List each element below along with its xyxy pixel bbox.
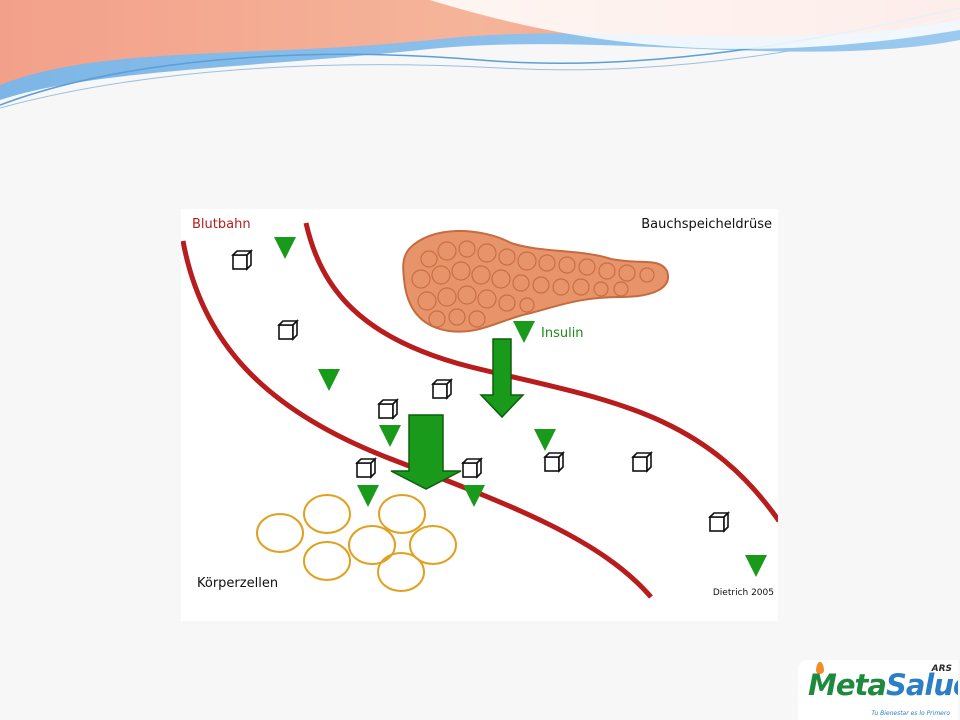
glucose-cube bbox=[709, 512, 729, 532]
insulin-triangle bbox=[318, 369, 340, 391]
glucose-uptake-arrow bbox=[390, 414, 462, 490]
insulin-triangle bbox=[534, 429, 556, 451]
insulin-triangle bbox=[274, 237, 296, 259]
body-cell bbox=[409, 525, 457, 565]
insulin-diagram: Blutbahn Bauchspeicheldrüse Insulin Körp… bbox=[181, 209, 778, 621]
insulin-release-arrow bbox=[479, 338, 525, 419]
metasalud-logo: MetaSalud ARS Tu Bienestar es lo Primero bbox=[798, 660, 958, 720]
body-cell bbox=[303, 541, 351, 581]
body-cells bbox=[256, 494, 457, 592]
logo-wordmark: MetaSalud bbox=[808, 668, 958, 702]
blood-vessel-wall-left bbox=[181, 240, 653, 599]
glucose-cube bbox=[432, 379, 452, 399]
body-cell bbox=[348, 525, 396, 565]
glucose-cube bbox=[632, 452, 652, 472]
glucose-cube bbox=[278, 320, 298, 340]
pancreas-illustration bbox=[402, 229, 669, 333]
blood-stream-label: Blutbahn bbox=[192, 217, 251, 232]
logo-brand-part1: Meta bbox=[808, 668, 887, 702]
flame-icon bbox=[816, 662, 824, 674]
insulin-triangle bbox=[357, 485, 379, 507]
pancreas-label: Bauchspeicheldrüse bbox=[641, 217, 772, 232]
glucose-cube bbox=[378, 399, 398, 419]
insulin-triangle bbox=[513, 321, 535, 343]
header-wave bbox=[0, 0, 960, 109]
logo-suffix: ARS bbox=[931, 664, 952, 674]
glucose-cube bbox=[356, 458, 376, 478]
body-cell bbox=[378, 494, 426, 534]
body-cell bbox=[377, 552, 425, 592]
insulin-triangle bbox=[745, 555, 767, 577]
glucose-cube bbox=[544, 452, 564, 472]
blood-vessel-wall-right bbox=[303, 222, 778, 523]
body-cell bbox=[303, 494, 351, 534]
logo-brand-part2: Salud bbox=[885, 668, 958, 702]
diagram-graphics bbox=[181, 222, 778, 599]
body-cell bbox=[256, 513, 304, 553]
author-credit: Dietrich 2005 bbox=[712, 588, 774, 598]
glucose-cube bbox=[462, 458, 482, 478]
insulin-label: Insulin bbox=[541, 326, 584, 341]
insulin-triangle bbox=[379, 425, 401, 447]
glucose-cube bbox=[232, 250, 252, 270]
logo-tagline: Tu Bienestar es lo Primero bbox=[871, 710, 950, 717]
body-cells-label: Körperzellen bbox=[197, 576, 279, 591]
